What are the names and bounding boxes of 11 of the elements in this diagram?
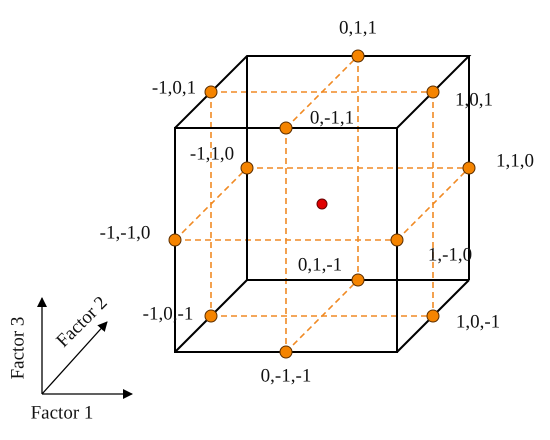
point-label: 0,-1,-1 <box>260 366 312 386</box>
point-label: 0,1,1 <box>339 18 377 38</box>
point-label: 1,0,-1 <box>456 312 500 332</box>
point-label: -1,0,1 <box>152 78 196 98</box>
point-label: 0,-1,1 <box>310 108 354 128</box>
point-label: 1,1,0 <box>496 152 534 170</box>
axis-label: Factor 1 <box>30 404 94 422</box>
point-label: -1,-1,0 <box>100 224 150 242</box>
point-label: 0,1,-1 <box>298 256 342 274</box>
point-label: -1,1,0 <box>190 144 234 164</box>
axis-label: Factor 3 <box>8 316 28 380</box>
